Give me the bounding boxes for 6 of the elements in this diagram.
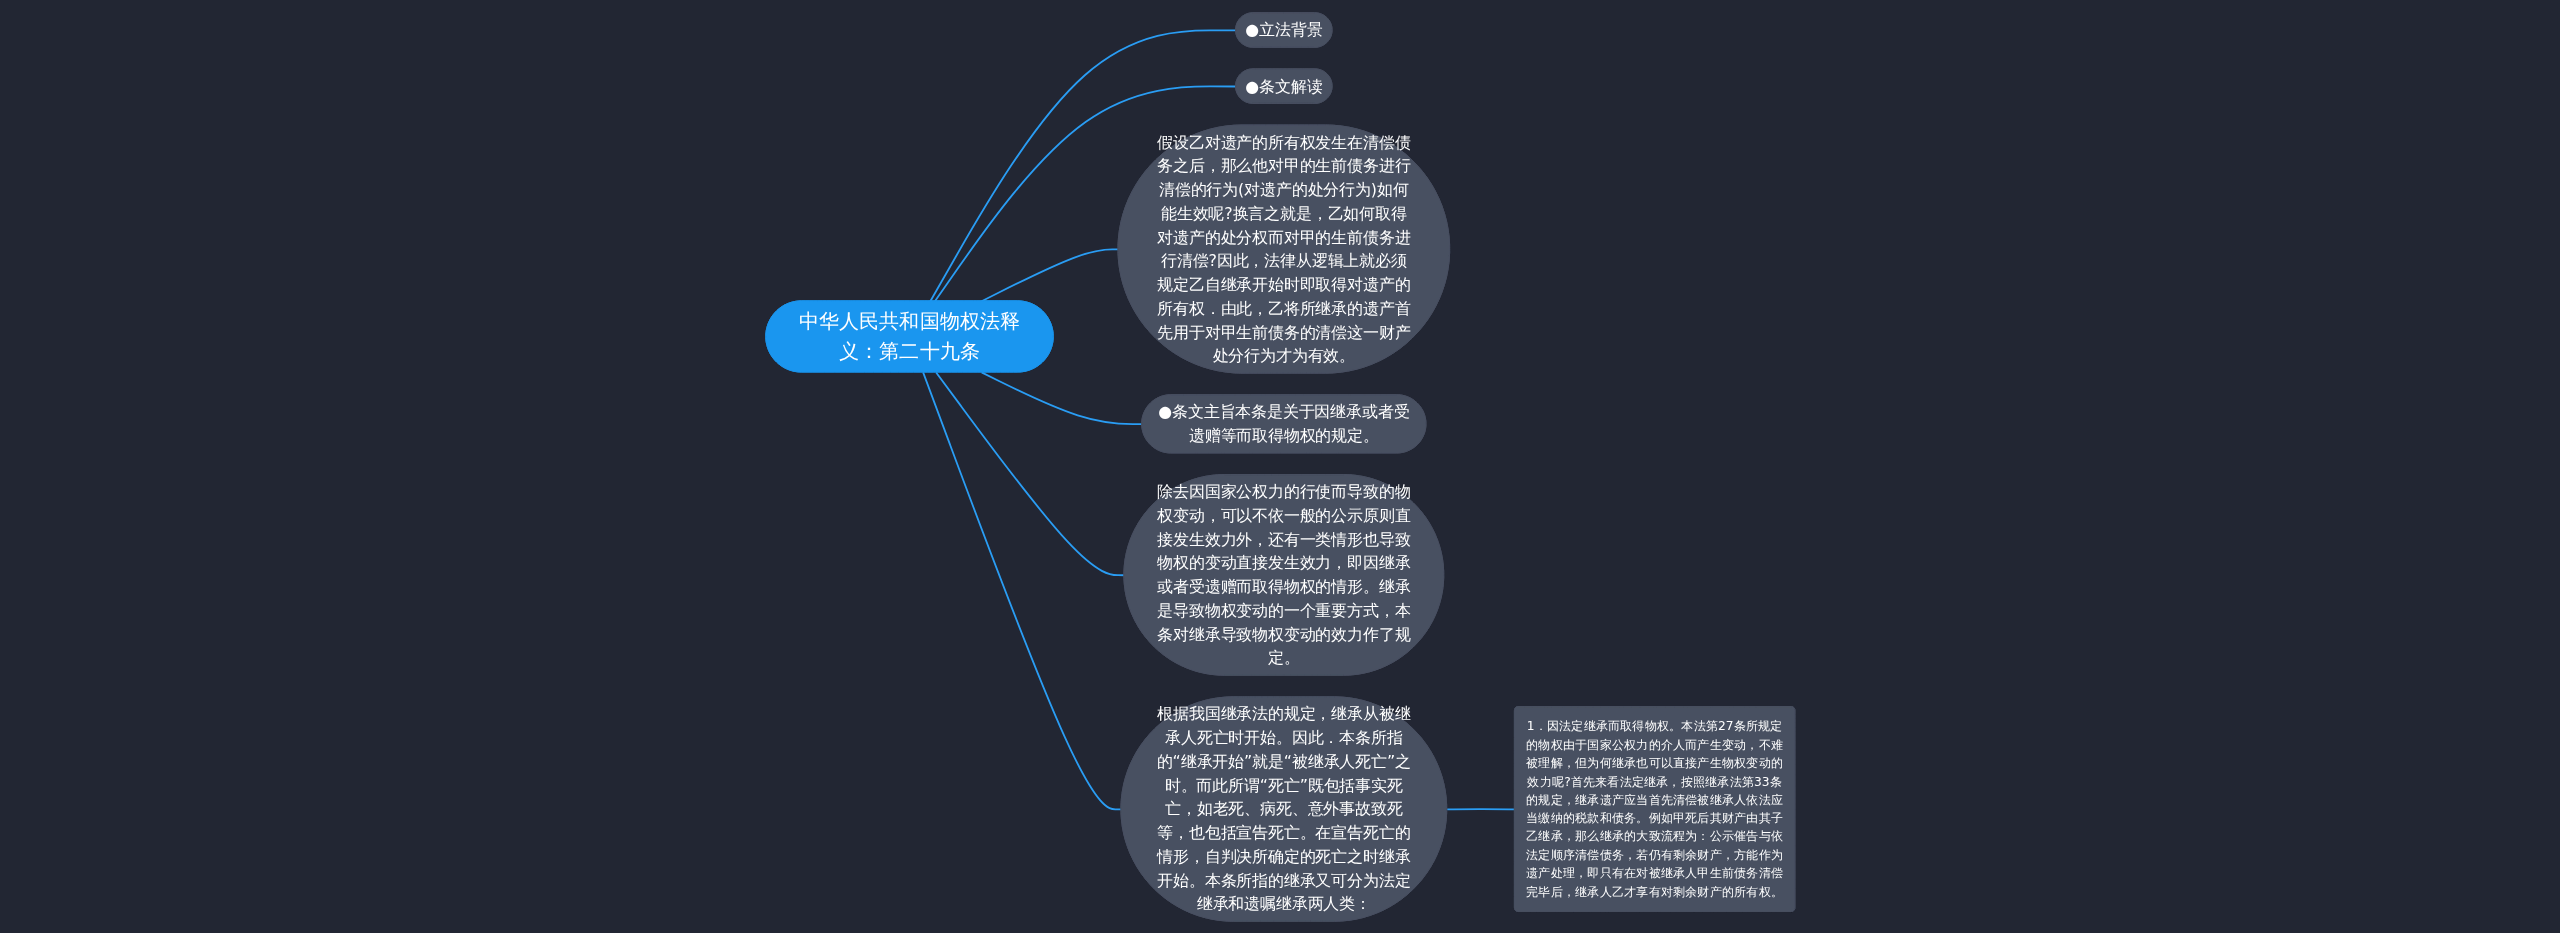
connector bbox=[933, 85, 1237, 302]
connector bbox=[1445, 807, 1516, 810]
connector bbox=[934, 371, 1125, 576]
connector bbox=[929, 28, 1237, 302]
connector bbox=[980, 371, 1143, 425]
connector bbox=[921, 371, 1122, 810]
